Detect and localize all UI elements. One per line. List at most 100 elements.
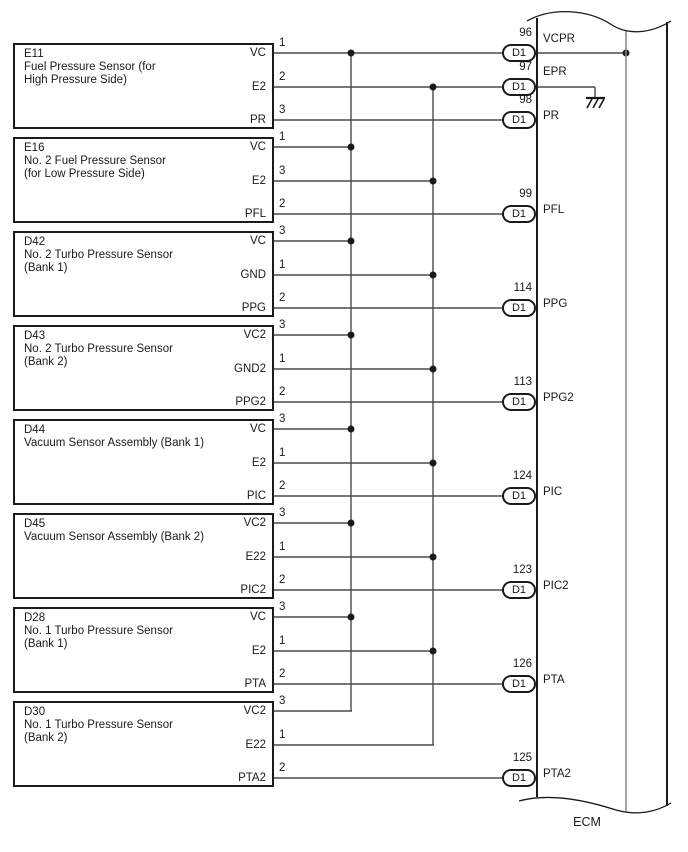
connector-id: D45	[24, 518, 46, 530]
pin-label: PR	[250, 114, 266, 126]
wire-number: 1	[279, 353, 286, 365]
pin-label: E2	[251, 81, 266, 93]
signal-name: PIC2	[543, 580, 569, 592]
pin-label: GND	[240, 269, 266, 281]
connector-pin-oval: D1	[502, 393, 536, 411]
wire-number: 3	[279, 225, 286, 237]
connector-id: D43	[24, 330, 46, 342]
wire-number: 2	[279, 198, 286, 210]
connector-id: D44	[24, 424, 46, 436]
terminal-number: 126	[512, 658, 532, 670]
wire-number: 2	[279, 71, 286, 83]
sensor-box-e16	[13, 137, 274, 223]
terminal-number: 99	[519, 188, 532, 200]
pin-label: E22	[245, 739, 266, 751]
sensor-name: No. 1 Turbo Pressure Sensor (Bank 1)	[24, 625, 173, 650]
signal-name: VCPR	[543, 33, 575, 45]
terminal-number: 96	[519, 27, 532, 39]
pin-label: VC	[250, 47, 266, 59]
wire-number: 1	[279, 635, 286, 647]
signal-name: PPG	[543, 298, 568, 310]
pin-label: PTA2	[238, 772, 266, 784]
connector-id: D28	[24, 612, 46, 624]
connector-pin-oval: D1	[502, 44, 536, 62]
wire-number: 2	[279, 386, 286, 398]
ecm-label: ECM	[573, 815, 601, 829]
pin-label: PIC	[246, 490, 266, 502]
pin-label: VC	[250, 141, 266, 153]
connector-pin-oval: D1	[502, 78, 536, 96]
connector-pin-oval: D1	[502, 581, 536, 599]
pin-label: VC2	[243, 329, 266, 341]
wire-number: 2	[279, 668, 286, 680]
ecm-top-break	[526, 11, 672, 33]
wire-lines	[272, 52, 626, 779]
pin-label: VC2	[243, 517, 266, 529]
ground-icon	[586, 96, 605, 109]
sensor-name: Fuel Pressure Sensor (for High Pressure …	[24, 61, 156, 86]
pin-label: PPG2	[235, 396, 266, 408]
connector-id: D30	[24, 706, 46, 718]
signal-name: PTA	[543, 674, 565, 686]
connector-pin-oval: D1	[502, 205, 536, 223]
wire-number: 1	[279, 541, 286, 553]
wire-number: 2	[279, 574, 286, 586]
pin-label: PTA	[244, 678, 266, 690]
wire-number: 3	[279, 319, 286, 331]
ecm-outline	[518, 11, 672, 814]
connector-pin-oval: D1	[502, 769, 536, 787]
sensor-name: No. 2 Turbo Pressure Sensor (Bank 1)	[24, 249, 173, 274]
ecm-bottom-break	[518, 796, 672, 814]
wire-number: 2	[279, 480, 286, 492]
sensor-name: Vacuum Sensor Assembly (Bank 2)	[24, 531, 205, 543]
pin-label: GND2	[234, 363, 266, 375]
sensor-box-d30	[13, 701, 274, 787]
connector-pin-oval: D1	[502, 487, 536, 505]
wire-number: 1	[279, 447, 286, 459]
sensor-box-d45	[13, 513, 274, 599]
signal-name: EPR	[543, 66, 567, 78]
sensor-name: No. 1 Turbo Pressure Sensor (Bank 2)	[24, 719, 173, 744]
pin-label: E2	[251, 175, 266, 187]
sensor-box-e11	[13, 43, 274, 129]
pin-label: E2	[251, 457, 266, 469]
pin-label: PIC2	[240, 584, 266, 596]
wire-number: 3	[279, 507, 286, 519]
connector-pin-oval: D1	[502, 111, 536, 129]
wire-number: 3	[279, 695, 286, 707]
pin-label: PFL	[244, 208, 266, 220]
sensor-name: Vacuum Sensor Assembly (Bank 1)	[24, 437, 205, 449]
sensor-box-d44	[13, 419, 274, 505]
sensor-box-d28	[13, 607, 274, 693]
signal-name: PFL	[543, 204, 565, 216]
connector-pin-oval: D1	[502, 299, 536, 317]
wire-number: 2	[279, 292, 286, 304]
terminal-number: 98	[519, 94, 532, 106]
terminal-number: 113	[513, 376, 532, 388]
wire-number: 3	[279, 413, 286, 425]
wire-number: 1	[279, 131, 286, 143]
connector-id: E16	[24, 142, 45, 154]
pin-label: VC2	[243, 705, 266, 717]
terminal-number: 124	[512, 470, 532, 482]
terminal-number: 114	[513, 282, 532, 294]
sensor-box-d42	[13, 231, 274, 317]
signal-name: PR	[543, 110, 559, 122]
connector-pin-oval: D1	[502, 675, 536, 693]
connector-id: D42	[24, 236, 46, 248]
junction-dots	[347, 49, 630, 655]
pin-label: E2	[251, 645, 266, 657]
sensor-box-d43	[13, 325, 274, 411]
pin-label: VC	[250, 235, 266, 247]
wire-number: 1	[279, 729, 286, 741]
wire-number: 3	[279, 601, 286, 613]
pin-label: E22	[245, 551, 266, 563]
terminal-number: 125	[512, 752, 532, 764]
pin-label: VC	[250, 423, 266, 435]
pin-label: PPG	[241, 302, 266, 314]
sensor-name: No. 2 Turbo Pressure Sensor (Bank 2)	[24, 343, 173, 368]
wire-number: 3	[279, 165, 286, 177]
signal-name: PIC	[543, 486, 563, 498]
